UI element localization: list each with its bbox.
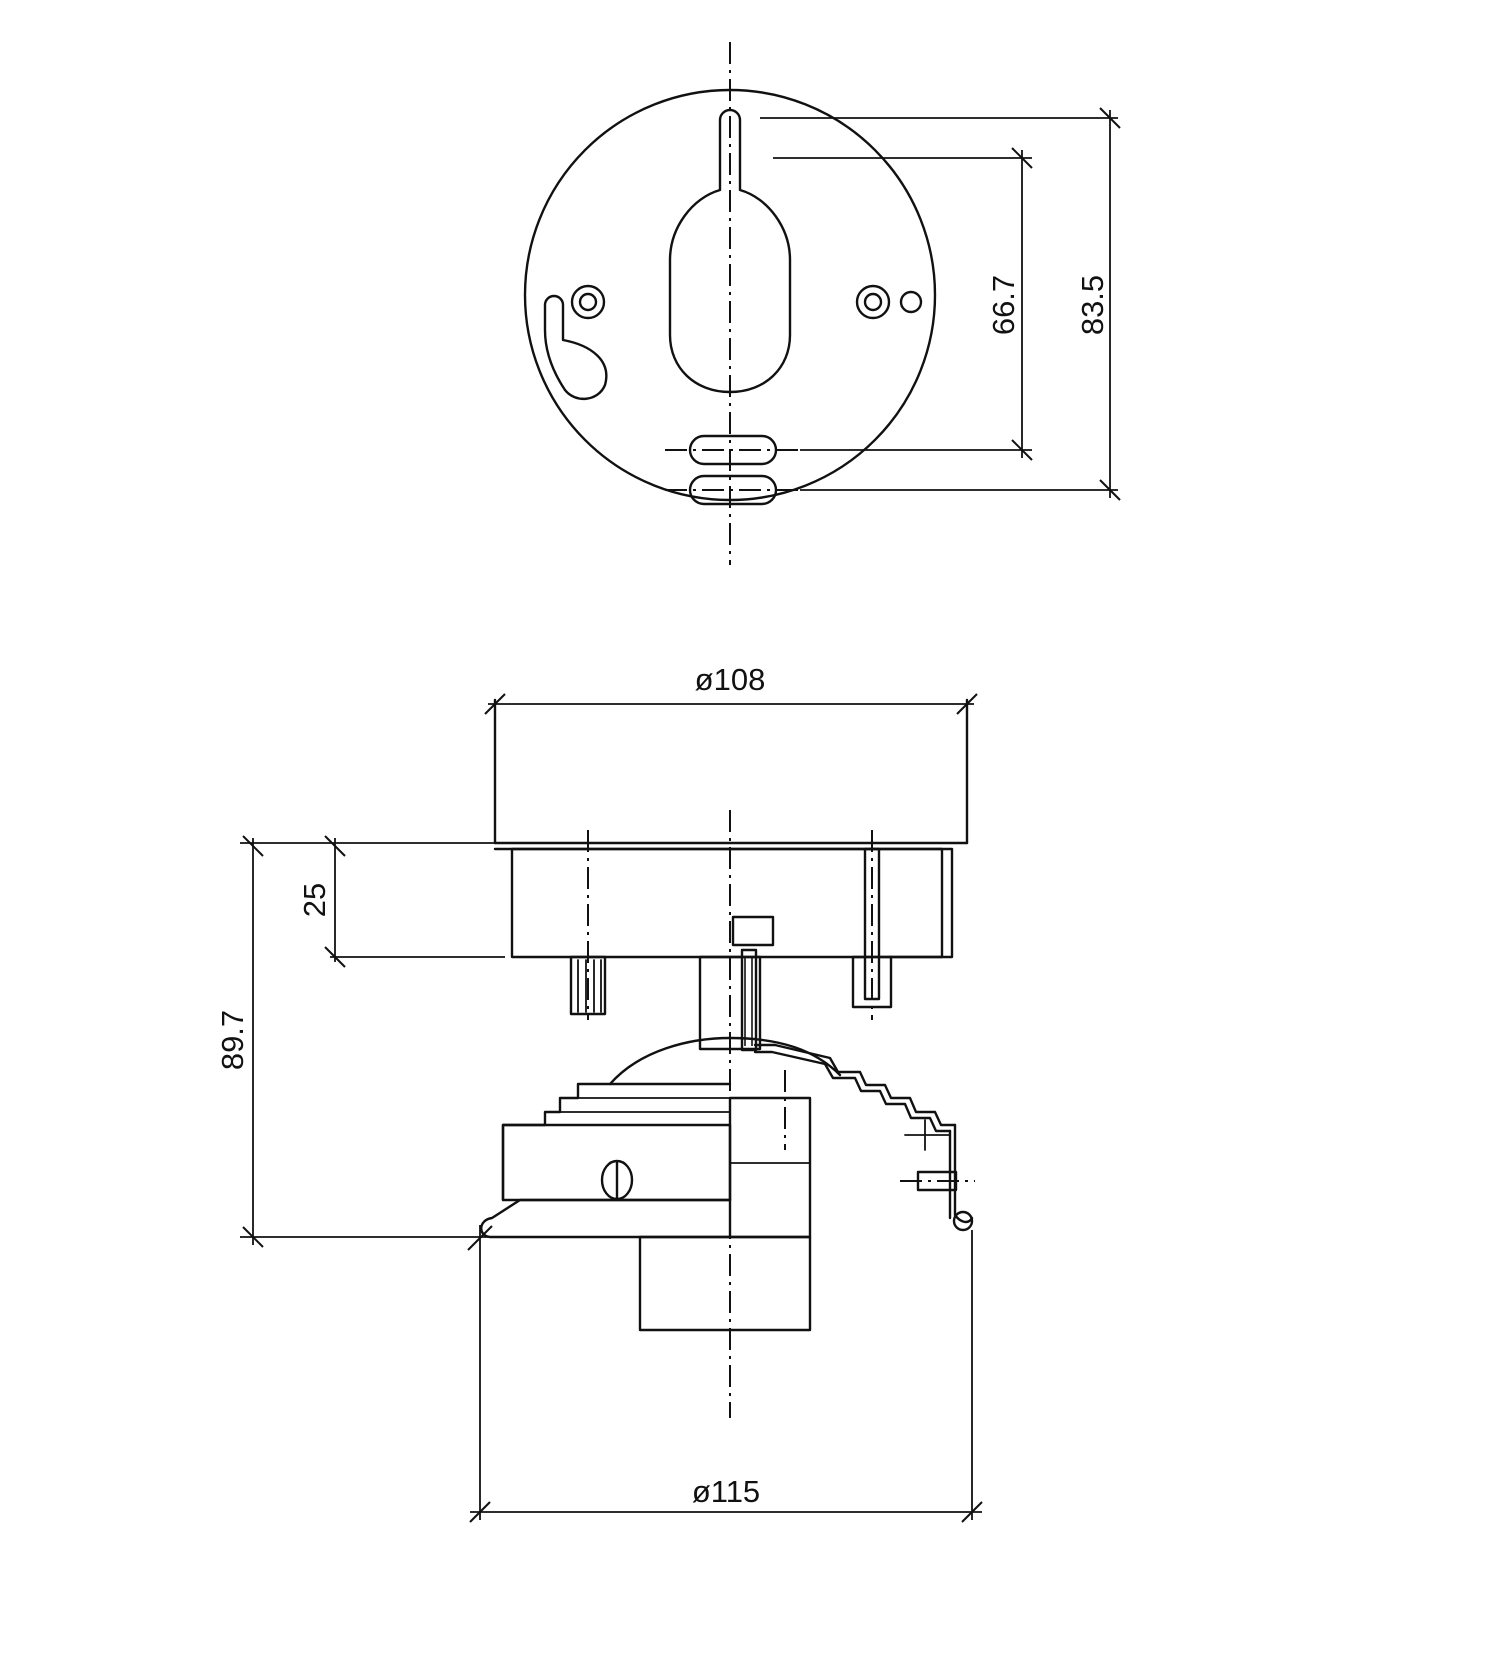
- dim-tick-83-5-top: [1099, 107, 1121, 129]
- dim-tick-108-left: [484, 693, 506, 715]
- flange-body: [510, 847, 944, 959]
- mounting-hole-left-inner: [578, 292, 598, 312]
- dim-tick-66-7-bottom: [1011, 439, 1033, 461]
- dome-right-section: [728, 1036, 842, 1077]
- section-cut-right: [753, 1043, 957, 1127]
- central-stem: [698, 955, 762, 1051]
- dim-tick-89-7-top: [242, 835, 264, 857]
- keyhole-slot: [668, 108, 792, 394]
- flange-right-step: [888, 847, 954, 959]
- dim-tick-25-bottom: [324, 946, 346, 968]
- dim-tick-115-left: [469, 1501, 491, 1523]
- mounting-hole-right-inner: [863, 292, 883, 312]
- terminal-clip: [731, 915, 775, 947]
- dim-tick-89-7-bottom: [242, 1226, 264, 1248]
- dim-label-89-7: 89.7: [215, 1010, 250, 1070]
- shade-base-flange-left: [480, 1198, 732, 1239]
- side-view: ø108: [215, 662, 983, 1523]
- dim-label-66-7: 66.7: [986, 275, 1021, 335]
- dim-label-115: ø115: [692, 1474, 760, 1509]
- dim-label-108: ø108: [695, 662, 766, 697]
- small-hole-right: [899, 290, 923, 314]
- mounting-hole-right-outer: [855, 284, 891, 320]
- dome-left: [608, 1036, 732, 1086]
- left-stud: [569, 955, 607, 1016]
- hinge-curl-right: [952, 1210, 974, 1232]
- mounting-hole-left-outer: [570, 284, 606, 320]
- socket-upper-right: [728, 1096, 812, 1239]
- lamp-socket: [638, 1235, 812, 1332]
- dim-tick-108-right: [956, 693, 978, 715]
- curved-slot-left: [543, 294, 608, 400]
- dim-label-83-5: 83.5: [1075, 275, 1110, 335]
- stem-inner-tube: [740, 948, 758, 1052]
- dim-tick-25-top: [324, 835, 346, 857]
- section-cut-right-inner: [753, 1050, 952, 1133]
- shade-right-wall: [948, 1123, 974, 1224]
- dim-tick-66-7-top: [1011, 147, 1033, 169]
- dim-tick-115-right: [961, 1501, 983, 1523]
- dim-tick-83-5-bottom: [1099, 479, 1121, 501]
- dim-tick-115-left-flange: [467, 1225, 493, 1251]
- dim-label-25: 25: [297, 883, 332, 917]
- top-view: 66.7 83.5: [523, 42, 1121, 565]
